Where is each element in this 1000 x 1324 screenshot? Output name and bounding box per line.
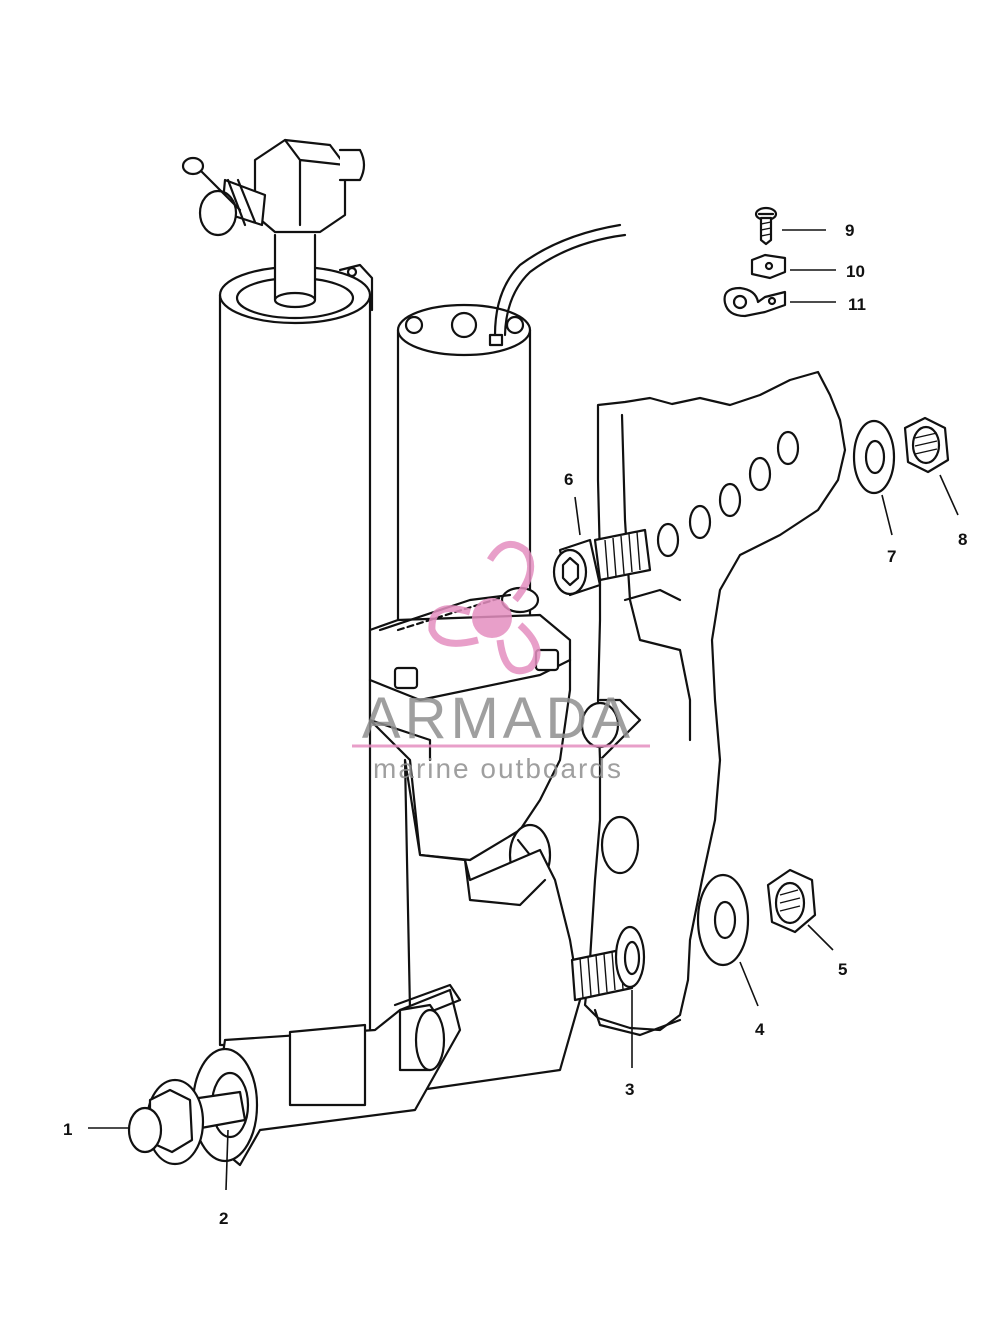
washer-7 — [852, 419, 896, 495]
trim-pump-motor — [368, 223, 627, 887]
part-label-2: 2 — [219, 1209, 228, 1228]
part-label-4: 4 — [755, 1020, 765, 1039]
part-label-6: 6 — [564, 470, 573, 489]
watermark-tagline: marine outboards — [373, 753, 623, 784]
transom-bracket — [583, 370, 847, 1037]
watermark-brand: ARMADA — [362, 686, 634, 751]
nut-5 — [766, 868, 817, 934]
part-label-11: 11 — [848, 295, 866, 314]
bolt-3 — [570, 925, 646, 1002]
screw-9 — [754, 206, 778, 246]
armada-watermark: ARMADA marine outboards — [352, 540, 650, 784]
leader-lines — [88, 229, 959, 1191]
part-label-1: 1 — [63, 1120, 72, 1139]
clamp-11 — [723, 286, 787, 318]
washer-4 — [696, 873, 750, 967]
clip-nut-10 — [750, 253, 787, 280]
part-label-8: 8 — [958, 530, 967, 549]
bolt-6 — [552, 528, 652, 597]
part-labels: 1 2 3 4 5 6 7 8 9 10 11 — [63, 221, 967, 1228]
trim-cylinder-left — [181, 138, 374, 1047]
propeller-logo-icon — [428, 540, 541, 675]
part-label-10: 10 — [846, 262, 865, 281]
part-label-3: 3 — [625, 1080, 634, 1099]
nut-8 — [903, 416, 950, 474]
part-label-5: 5 — [838, 960, 847, 979]
cylinder-lower-body — [191, 758, 582, 1167]
nut-1 — [127, 1078, 205, 1166]
part-label-7: 7 — [887, 547, 896, 566]
part-label-9: 9 — [845, 221, 854, 240]
